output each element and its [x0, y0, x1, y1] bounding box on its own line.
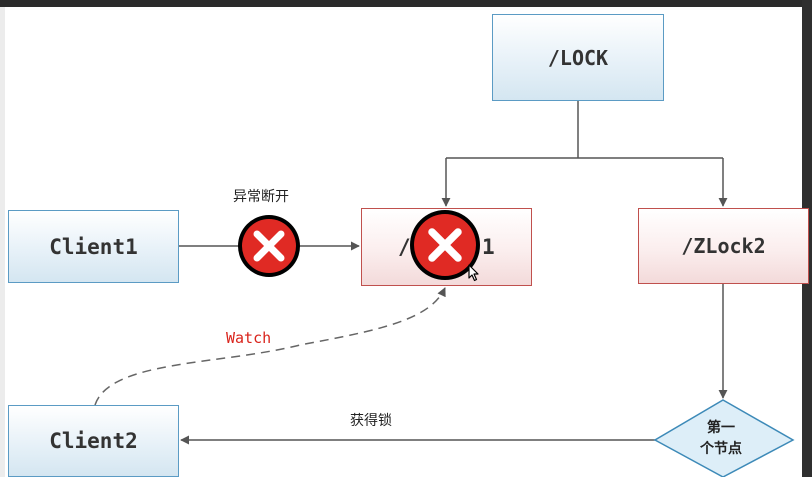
- lock-node-label: /LOCK: [547, 45, 609, 70]
- zlock2-node-label: /ZLock2: [681, 234, 766, 258]
- mouse-cursor-icon: [468, 264, 479, 282]
- disconnect-label: 异常断开: [233, 189, 289, 205]
- client2-node-label: Client2: [49, 429, 138, 453]
- client1-node: Client1: [8, 210, 179, 283]
- left-edge-shade: [0, 7, 5, 477]
- decision-label-line1: 第一: [707, 420, 735, 436]
- zlock2-node: /ZLock2: [638, 208, 809, 284]
- error-x-icon: [238, 215, 300, 277]
- watch-dashed-arrow: [94, 287, 446, 406]
- decision-diamond: [653, 399, 795, 477]
- client2-node: Client2: [8, 405, 179, 477]
- zlock1-label-suffix: 1: [482, 235, 495, 259]
- lock-node: /LOCK: [492, 14, 664, 101]
- decision-label-line2: 个节点: [700, 441, 742, 457]
- decision-label: 第一 个节点: [683, 418, 759, 460]
- zlock1-label-prefix: /: [398, 235, 411, 259]
- error-x-icon: [410, 210, 480, 280]
- watch-label: Watch: [226, 329, 272, 347]
- acquire-lock-label: 获得锁: [350, 413, 392, 429]
- client1-node-label: Client1: [49, 234, 138, 259]
- window-top-bar: [0, 0, 812, 7]
